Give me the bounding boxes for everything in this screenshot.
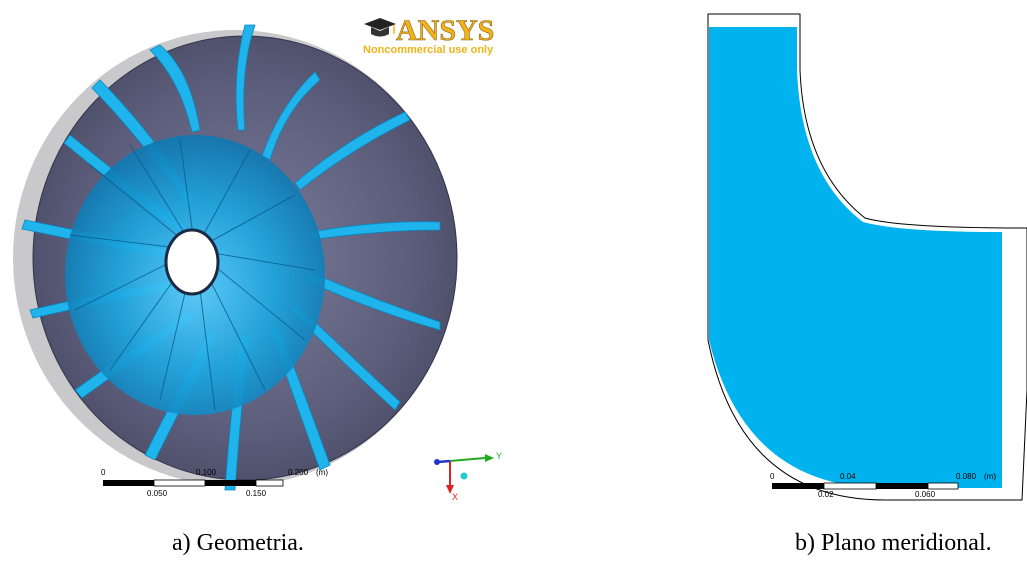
ansys-logo-subtitle: Noncommercial use only <box>363 44 494 56</box>
scale-label-0050: 0.050 <box>147 489 168 498</box>
axis-y-label: Y <box>496 451 502 461</box>
scale-label-0150: 0.150 <box>246 489 267 498</box>
scale-b-label-004: 0.04 <box>840 472 856 481</box>
scale-label-0200: 0.200 <box>288 468 309 477</box>
meridional-plane-panel: 0 0.04 0.080 (m) 0.02 0.060 <box>700 0 1027 510</box>
scale-b-unit: (m) <box>984 472 996 481</box>
meridional-render: 0 0.04 0.080 (m) 0.02 0.060 <box>707 13 1027 501</box>
scale-unit: (m) <box>316 468 328 477</box>
impeller-eye <box>164 228 220 296</box>
impeller-render: 0 0.100 0.200 (m) 0.050 0.150 Y X <box>13 24 502 502</box>
scale-b-label-0080: 0.080 <box>956 472 977 481</box>
fluid-region <box>709 27 1002 488</box>
impeller-geometry-panel: 0 0.100 0.200 (m) 0.050 0.150 Y X ANSYS <box>0 0 520 510</box>
scale-b-label-002: 0.02 <box>818 490 834 499</box>
scale-label-0: 0 <box>101 468 106 477</box>
scale-label-0100: 0.100 <box>196 468 217 477</box>
ansys-logo-word: ANSYS <box>396 14 495 48</box>
scale-bar-b: 0 0.04 0.080 (m) 0.02 0.060 <box>770 472 996 499</box>
caption-meridional: b) Plano meridional. <box>795 530 992 556</box>
scale-bar-a: 0 0.100 0.200 (m) 0.050 0.150 <box>101 468 328 498</box>
scale-b-label-0: 0 <box>770 472 775 481</box>
caption-geometry: a) Geometria. <box>172 530 304 556</box>
axis-triad: Y X <box>434 451 502 502</box>
ansys-logo: ANSYS Noncommercial use only <box>360 10 510 60</box>
domain-outline <box>707 13 1027 501</box>
graduation-cap-icon <box>364 18 396 37</box>
axis-x-label: X <box>452 492 458 502</box>
scale-b-label-0060: 0.060 <box>915 490 936 499</box>
